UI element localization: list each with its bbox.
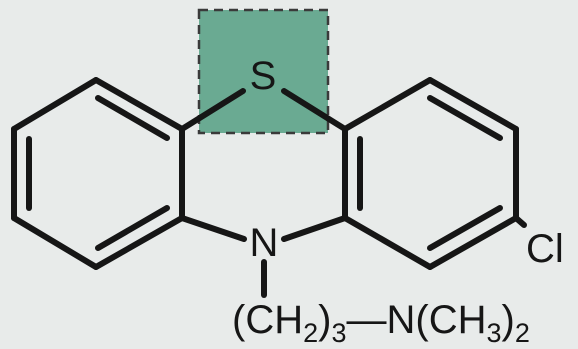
bond-nitrogen-right (281, 215, 348, 242)
bond-right-ring-1 (342, 77, 433, 132)
bond-nitrogen-left (179, 215, 247, 242)
bond-left-ring-inner-1 (95, 95, 170, 141)
bond-left-ring-3 (93, 215, 185, 270)
bond-left-ring-4 (11, 215, 99, 270)
bond-right-ring-2 (427, 77, 519, 132)
bond-right-ring-inner-2 (427, 205, 503, 251)
bond-right-ring-inner-1 (427, 95, 503, 141)
bond-chlorine (513, 215, 527, 228)
bond-right-ring-4 (427, 215, 519, 270)
bond-sulfur-right (281, 88, 348, 132)
sulfur-highlight-box (197, 8, 330, 135)
chlorine-label: Cl (526, 227, 564, 271)
bond-left-ring-1 (93, 77, 185, 132)
bond-right-ring-5 (342, 215, 433, 270)
right-benzene-ring (342, 77, 519, 270)
nitrogen-label: N (250, 221, 279, 265)
sidechain-formula: (CH2)3—N(CH3)2 (232, 298, 530, 348)
bond-left-ring-inner-2 (95, 205, 170, 251)
bond-sulfur-left (179, 88, 246, 132)
bond-left-ring-6 (11, 77, 99, 132)
sulfur-label: S (250, 54, 277, 98)
left-benzene-ring (11, 77, 185, 270)
